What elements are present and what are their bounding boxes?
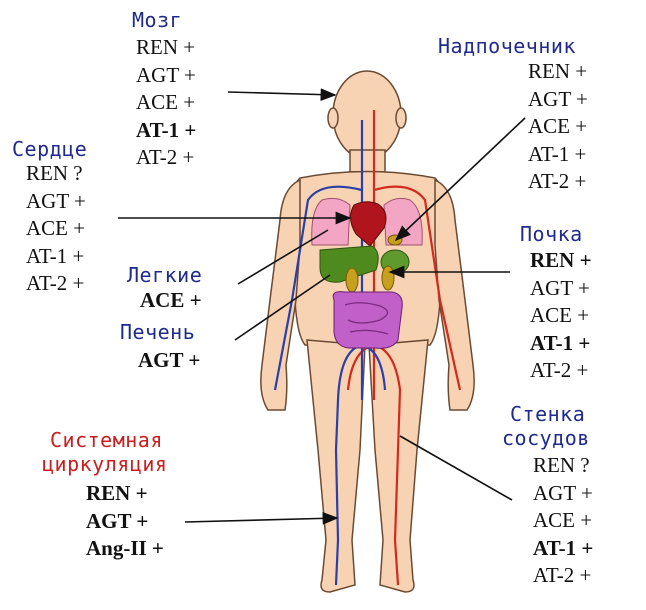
vessel-at1: AT-1 + — [533, 535, 593, 563]
systemic-label-line2: циркуляция — [42, 452, 167, 476]
lungs-list: ACE + — [140, 287, 202, 315]
adrenal-ren: REN + — [528, 58, 588, 86]
heart-agt: AGT + — [26, 188, 86, 216]
vessel-ace: ACE + — [533, 507, 593, 535]
heart-at2: AT-2 + — [26, 270, 86, 298]
systemic-label-line1: Системная — [50, 428, 163, 452]
kidney-label: Почка — [520, 222, 583, 246]
arrow-brain — [228, 92, 335, 95]
arrow-systemic — [185, 518, 337, 522]
neck — [350, 150, 385, 172]
adrenal-agt: AGT + — [528, 86, 588, 114]
adrenal-label: Надпочечник — [438, 34, 576, 58]
vessel-wall-label-line1: Стенка — [510, 402, 585, 426]
arrow-vessel-wall — [400, 436, 512, 500]
kidney-agt: AGT + — [530, 275, 592, 303]
left-ear — [328, 108, 338, 128]
head — [333, 71, 401, 159]
brain-at1: AT-1 + — [136, 117, 196, 145]
brain-at2: AT-2 + — [136, 144, 196, 172]
right-arm — [435, 180, 474, 410]
systemic-ang2: Ang-II + — [86, 535, 164, 563]
left-kidney — [346, 268, 358, 292]
brain-list: REN + AGT + ACE + AT-1 + AT-2 + — [136, 34, 196, 172]
adrenal-ace: ACE + — [528, 113, 588, 141]
adrenal-at1: AT-1 + — [528, 141, 588, 169]
vessel-wall-label-line2: сосудов — [502, 426, 590, 450]
kidney-ace: ACE + — [530, 302, 592, 330]
left-arm — [261, 180, 300, 410]
kidney-list: REN + AGT + ACE + AT-1 + AT-2 + — [530, 247, 592, 385]
right-ear — [396, 108, 406, 128]
vessel-at2: AT-2 + — [533, 562, 593, 590]
brain-ace: ACE + — [136, 89, 196, 117]
lungs-label: Легкие — [127, 263, 202, 287]
lungs-ace: ACE + — [140, 287, 202, 315]
intestines — [333, 292, 402, 349]
systemic-list: REN + AGT + Ang-II + — [86, 480, 164, 563]
adrenal-at2: AT-2 + — [528, 168, 588, 196]
brain-agt: AGT + — [136, 62, 196, 90]
liver-label: Печень — [120, 320, 195, 344]
right-kidney — [382, 266, 394, 290]
heart-ace: ACE + — [26, 215, 86, 243]
systemic-agt: AGT + — [86, 508, 164, 536]
left-lung — [312, 198, 350, 245]
kidney-ren: REN + — [530, 247, 592, 275]
liver-list: AGT + — [138, 347, 200, 375]
vessel-wall-list: REN ? AGT + ACE + AT-1 + AT-2 + — [533, 452, 593, 590]
heart-at1: AT-1 + — [26, 243, 86, 271]
brain-label: Мозг — [132, 8, 182, 32]
vessel-agt: AGT + — [533, 480, 593, 508]
heart-list: REN ? AGT + ACE + AT-1 + AT-2 + — [26, 160, 86, 298]
brain-ren: REN + — [136, 34, 196, 62]
heart-ren: REN ? — [26, 160, 86, 188]
adrenal-list: REN + AGT + ACE + AT-1 + AT-2 + — [528, 58, 588, 196]
kidney-at1: AT-1 + — [530, 330, 592, 358]
systemic-ren: REN + — [86, 480, 164, 508]
vessel-ren: REN ? — [533, 452, 593, 480]
heart-label: Сердце — [12, 137, 87, 161]
liver-agt: AGT + — [138, 347, 200, 375]
kidney-at2: AT-2 + — [530, 357, 592, 385]
